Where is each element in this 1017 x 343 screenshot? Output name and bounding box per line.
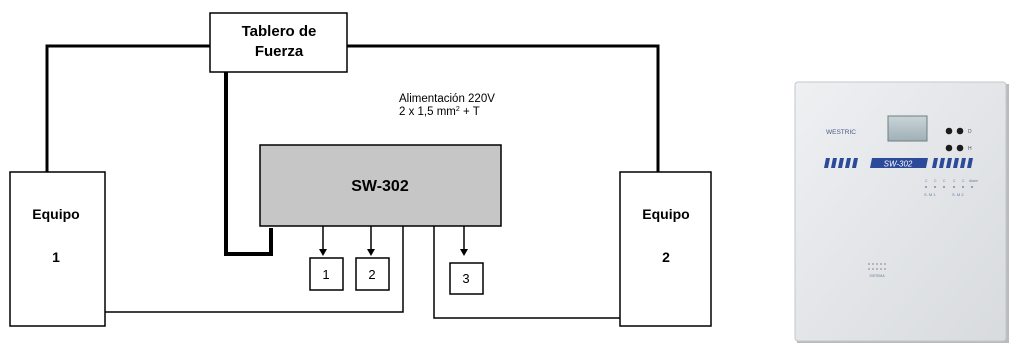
device-stripe-left bbox=[824, 158, 858, 168]
device-footer-label: SISTEMA bbox=[869, 274, 885, 278]
device-button-icon bbox=[956, 144, 964, 152]
tablero-label-line2: Fuerza bbox=[255, 43, 304, 60]
output-box-2 bbox=[355, 257, 390, 291]
device-led-group-2: S. M 2 bbox=[952, 192, 964, 197]
arrow-down-icon bbox=[319, 249, 327, 256]
device-stripe-right bbox=[932, 158, 973, 168]
output-label-3: 3 bbox=[462, 271, 469, 286]
device-dial-label-2: H bbox=[968, 146, 972, 152]
device-dial-label-1: D bbox=[968, 129, 972, 135]
device-button-icon bbox=[945, 144, 953, 152]
wire-controller-to-equipo1 bbox=[105, 226, 404, 313]
device-led-labels: C C C C C Alarm bbox=[925, 179, 978, 183]
output-box-1 bbox=[309, 257, 344, 291]
equipo1-label-line2: 1 bbox=[52, 249, 60, 265]
svg-text:C: C bbox=[953, 179, 956, 183]
device-body bbox=[794, 81, 1007, 342]
power-wiring bbox=[45, 44, 660, 256]
wire-tablero-to-equipo2 bbox=[347, 44, 660, 172]
device-button-icon bbox=[956, 127, 964, 135]
alimentacion-label-line2: 2 x 1,5 mm2 + T bbox=[399, 106, 480, 118]
signal-wiring bbox=[105, 226, 620, 319]
device-lcd-display bbox=[887, 115, 928, 142]
device-photo: WESTRIC D H SW-302 C C C C bbox=[794, 81, 1009, 343]
equipo1-label-line1: Equipo bbox=[32, 206, 79, 222]
device-brand: WESTRIC bbox=[826, 129, 856, 136]
controller-label: SW-302 bbox=[351, 178, 409, 195]
equipo2-label-line1: Equipo bbox=[642, 206, 689, 222]
device-led-row bbox=[925, 186, 973, 188]
output-label-2: 2 bbox=[368, 267, 375, 282]
device-button-icon bbox=[945, 127, 953, 135]
device-led-group-1: S. M 1 bbox=[924, 192, 936, 197]
controller-box bbox=[259, 144, 502, 227]
device-bottom-leds bbox=[868, 263, 886, 270]
svg-text:C: C bbox=[925, 179, 928, 183]
svg-text:C: C bbox=[962, 179, 965, 183]
device-model-label: SW-302 bbox=[884, 160, 913, 169]
wire-controller-to-equipo2 bbox=[433, 226, 620, 319]
wire-tablero-to-controller bbox=[224, 72, 273, 256]
svg-text:C: C bbox=[943, 179, 946, 183]
arrow-down-icon bbox=[460, 249, 468, 256]
wire-equipo1-to-tablero bbox=[45, 44, 210, 172]
output-box-3 bbox=[449, 262, 484, 295]
output-label-1: 1 bbox=[322, 267, 329, 282]
device-model-banner bbox=[870, 158, 928, 168]
svg-text:C: C bbox=[934, 179, 937, 183]
arrow-down-icon bbox=[367, 249, 375, 256]
equipo2-label-line2: 2 bbox=[662, 249, 670, 265]
arrowheads bbox=[319, 249, 468, 256]
alimentacion-label-line1: Alimentación 220V bbox=[399, 93, 495, 105]
tablero-box bbox=[209, 12, 348, 73]
svg-text:Alarm: Alarm bbox=[969, 179, 978, 183]
tablero-label-line1: Tablero de bbox=[242, 23, 317, 40]
equipo2-box bbox=[619, 171, 712, 327]
equipo1-box bbox=[9, 171, 106, 327]
